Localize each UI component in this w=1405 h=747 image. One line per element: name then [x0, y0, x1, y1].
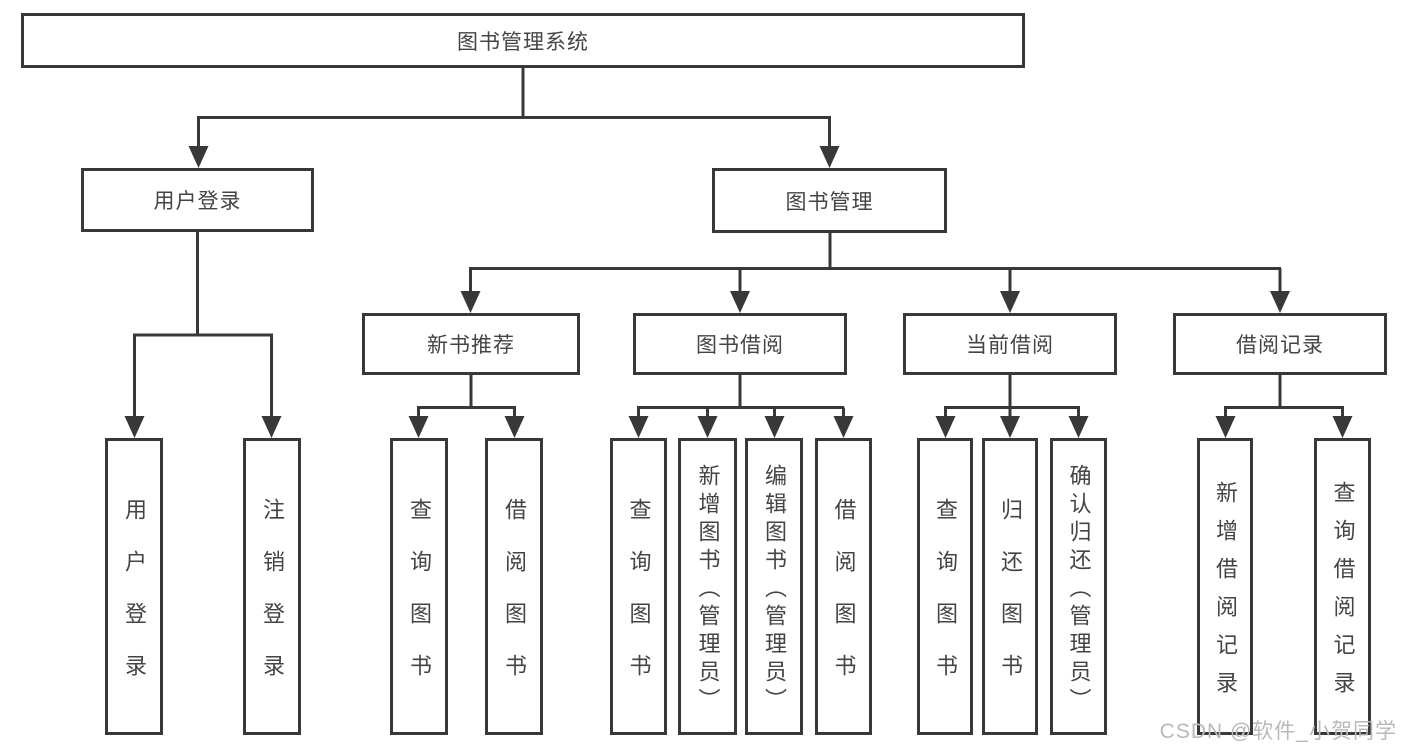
node-book-borrow: 图书借阅: [633, 313, 847, 375]
connector-root-to-level2: [197, 68, 831, 148]
node-book-management: 图书管理: [712, 168, 947, 233]
leaf-query-books: 查询图书: [390, 438, 448, 735]
node-label: 新增图书（管理员）: [695, 463, 721, 716]
node-borrow-records: 借阅记录: [1173, 313, 1387, 375]
leaf-edit-book-admin: 编辑图书（管理员）: [745, 438, 803, 735]
node-label: 新增借阅记录: [1213, 480, 1238, 709]
connector-records-to-leaves: [1224, 375, 1344, 419]
leaf-borrow-books: 借阅图书: [815, 438, 872, 735]
arrowhead-icon: [1270, 291, 1290, 313]
connector-bookborrow-to-leaves: [637, 375, 845, 419]
node-label: 借阅记录: [1236, 334, 1324, 357]
node-label: 用户登录: [122, 497, 147, 706]
node-library-management-system: 图书管理系统: [21, 13, 1025, 68]
node-label: 查询图书: [933, 497, 958, 706]
arrowhead-icon: [460, 291, 481, 313]
leaf-query-books: 查询图书: [610, 438, 667, 735]
connector-currentborrow-to-leaves: [944, 375, 1080, 419]
node-current-borrow: 当前借阅: [903, 313, 1117, 375]
connector-userlogin-to-leaves: [133, 232, 273, 418]
leaf-user-login: 用户登录: [105, 438, 163, 735]
arrowhead-icon: [628, 416, 649, 438]
node-label: 借阅图书: [502, 497, 527, 706]
arrowhead-icon: [819, 146, 840, 168]
connector-newbook-to-leaves: [417, 375, 516, 419]
arrowhead-icon: [504, 416, 525, 438]
connector-path-group: [133, 68, 1344, 419]
node-label: 图书管理: [785, 190, 874, 214]
arrowhead-icon: [935, 416, 956, 438]
arrowhead-icon: [833, 416, 854, 438]
node-label: 图书管理系统: [457, 30, 589, 54]
arrowhead-icon: [261, 416, 282, 438]
arrowhead-icon: [188, 146, 209, 168]
arrowhead-icon: [124, 416, 145, 438]
arrowhead-icon: [1332, 416, 1353, 438]
leaf-query-books: 查询图书: [917, 438, 973, 735]
arrowhead-icon: [1215, 416, 1236, 438]
node-label: 查询图书: [407, 497, 432, 706]
leaf-logout: 注销登录: [243, 438, 301, 735]
node-label: 新书推荐: [427, 334, 515, 357]
arrowhead-icon: [1000, 416, 1020, 438]
leaf-query-borrow-record: 查询借阅记录: [1314, 438, 1371, 735]
arrowhead-icon: [408, 416, 429, 438]
arrowhead-icon: [764, 416, 785, 438]
node-label: 当前借阅: [966, 334, 1054, 357]
connector-bookmgmt-to-level3: [469, 233, 1282, 293]
node-label: 归还图书: [998, 497, 1023, 706]
arrowhead-group: [124, 146, 1353, 438]
arrowhead-icon: [730, 291, 750, 313]
node-label: 确认归还（管理员）: [1066, 463, 1092, 716]
leaf-return-book: 归还图书: [982, 438, 1038, 735]
arrowhead-icon: [1068, 416, 1089, 438]
node-label: 注销登录: [260, 497, 285, 706]
leaf-add-book-admin: 新增图书（管理员）: [678, 438, 737, 735]
node-label: 编辑图书（管理员）: [762, 463, 787, 716]
arrowhead-icon: [697, 416, 718, 438]
arrowhead-icon: [1000, 291, 1020, 313]
node-label: 图书借阅: [696, 334, 784, 357]
node-new-book-recommend: 新书推荐: [362, 313, 580, 375]
leaf-confirm-return-admin: 确认归还（管理员）: [1050, 438, 1107, 735]
node-label: 用户登录: [153, 190, 242, 213]
node-label: 借阅图书: [831, 497, 857, 706]
node-label: 查询图书: [626, 497, 652, 706]
csdn-watermark: CSDN @软件_小贺同学: [1159, 720, 1397, 743]
node-label: 查询借阅记录: [1330, 480, 1356, 709]
node-user-login: 用户登录: [81, 168, 314, 232]
leaf-add-borrow-record: 新增借阅记录: [1197, 438, 1253, 735]
leaf-borrow-books: 借阅图书: [485, 438, 543, 735]
